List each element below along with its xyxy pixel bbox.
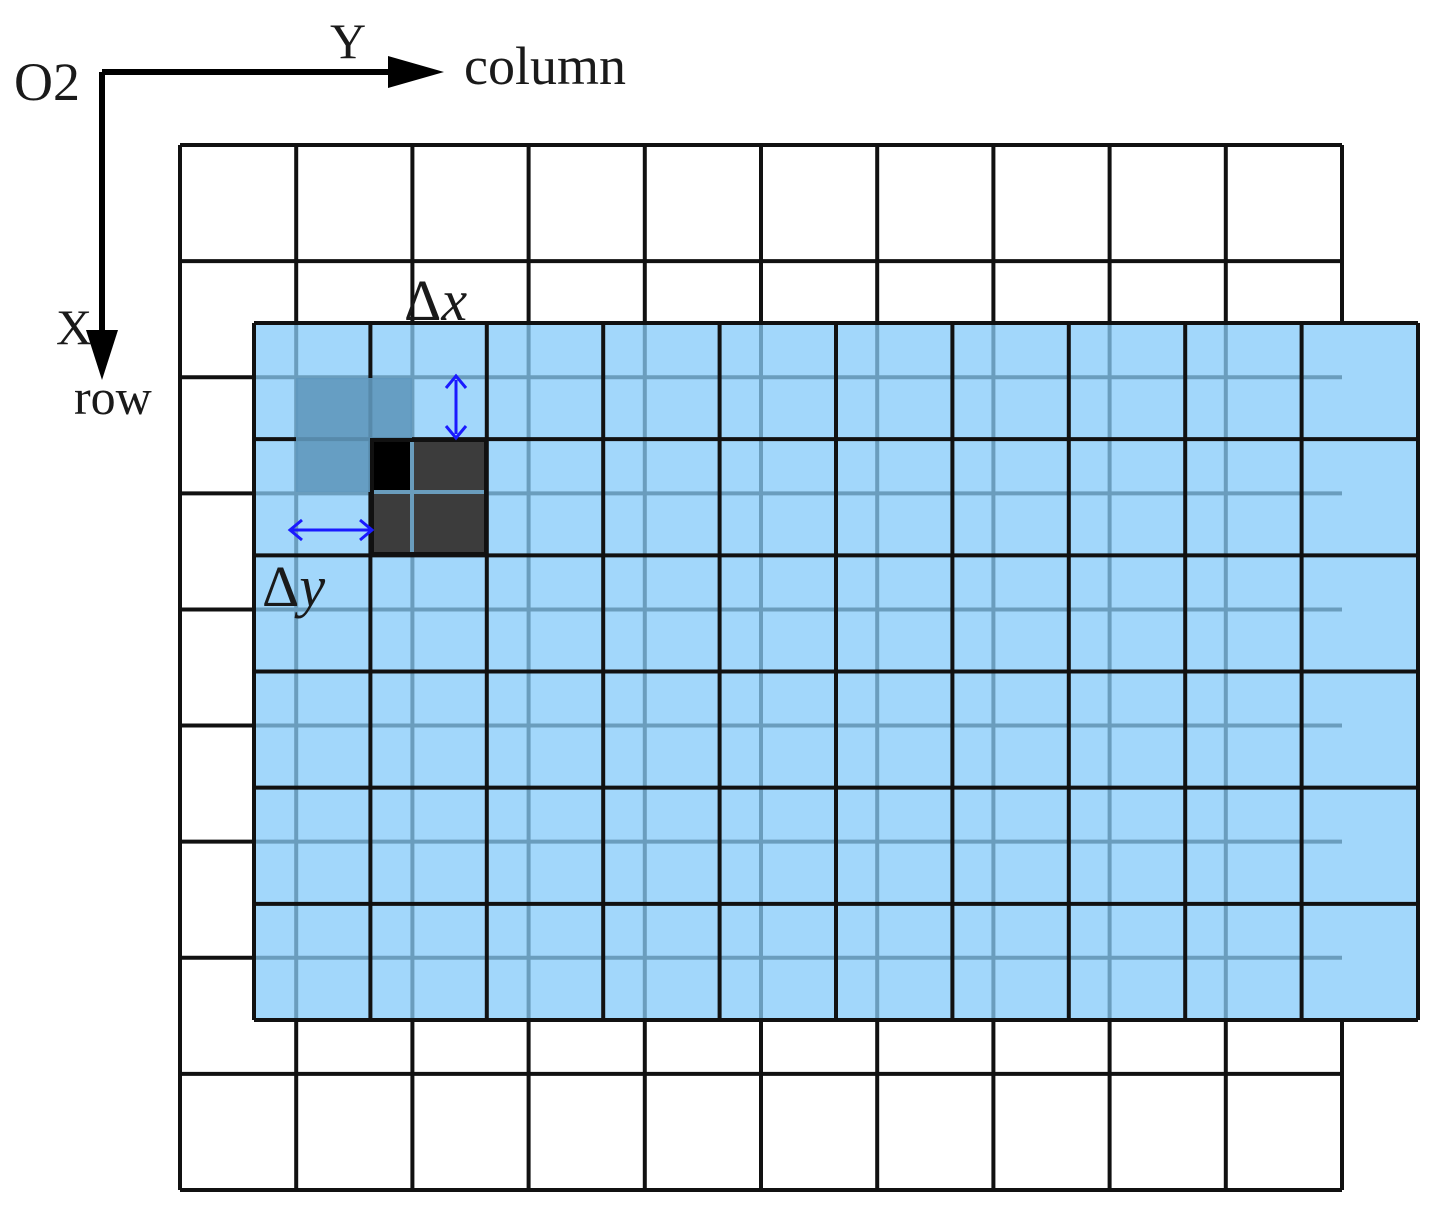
delta-x-label: Δx [404,268,467,333]
y-axis-word: column [464,36,626,96]
delta-x-arrow [444,373,468,441]
origin-label: O2 [14,52,80,112]
dark-cell-border [370,438,488,556]
x-axis-arrowhead [86,330,118,380]
highlighted-cells [296,378,488,556]
y-axis-letter: Y [330,13,366,69]
x-axis-word: row [74,369,152,425]
delta-y-label: Δy [262,554,325,619]
overlap-cell-black [372,440,412,492]
shifted-grid-overlay [252,321,1420,1022]
coordinate-axes [86,56,444,380]
y-axis-arrowhead [388,56,444,88]
x-axis-letter: X [56,299,92,355]
delta-y-arrow [287,518,375,542]
